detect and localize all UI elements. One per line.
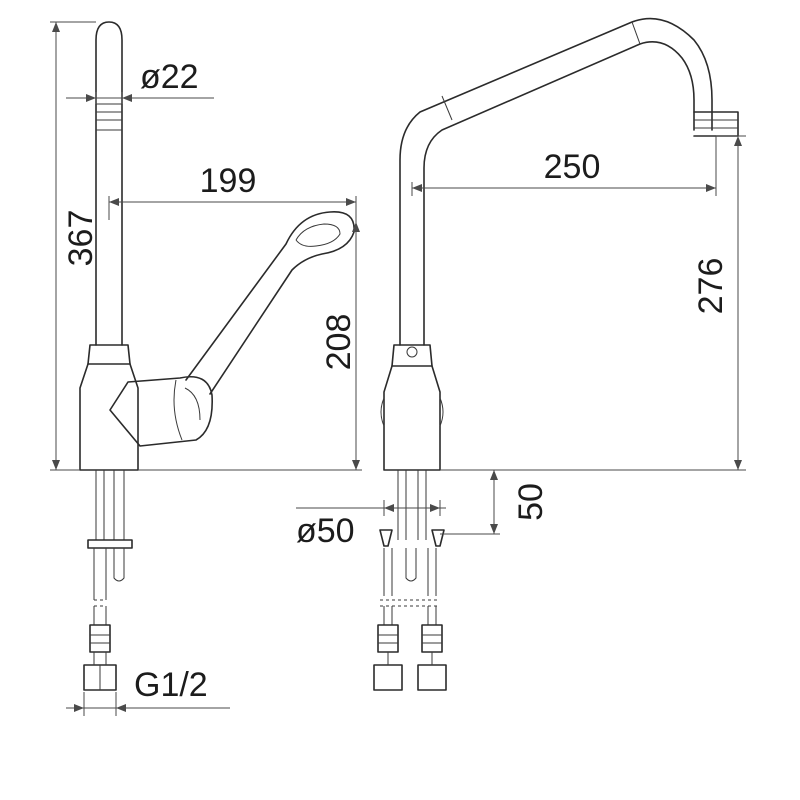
dim-shank-50: 50 <box>512 483 550 521</box>
right-body <box>383 365 441 471</box>
dim-diameter-22: ø22 <box>140 58 199 96</box>
left-hose-fitting <box>89 624 111 653</box>
right-collar <box>391 344 433 367</box>
dim-thread-g12: G1/2 <box>134 666 208 704</box>
right-spout-pipe <box>399 17 713 346</box>
left-spout-pipe <box>95 21 123 346</box>
right-aerator <box>693 111 739 137</box>
right-hose-fitting-right <box>421 624 443 653</box>
left-collar <box>87 344 131 365</box>
left-side-view <box>79 21 355 691</box>
dim-diameter-50: ø50 <box>296 512 355 550</box>
right-hose-fitting-left <box>377 624 399 653</box>
dim-reach-250: 250 <box>544 148 601 186</box>
left-body <box>79 363 139 471</box>
dim-height-276: 276 <box>692 258 730 315</box>
dimension-lines <box>50 21 746 716</box>
left-lever-hub <box>109 376 213 447</box>
dim-height-367: 367 <box>62 210 100 267</box>
dim-reach-199: 199 <box>200 162 257 200</box>
dimension-labels: ø22 367 199 208 250 276 50 ø50 G1/2 <box>62 58 730 704</box>
right-front-view <box>373 17 739 691</box>
dim-height-208: 208 <box>320 314 358 371</box>
